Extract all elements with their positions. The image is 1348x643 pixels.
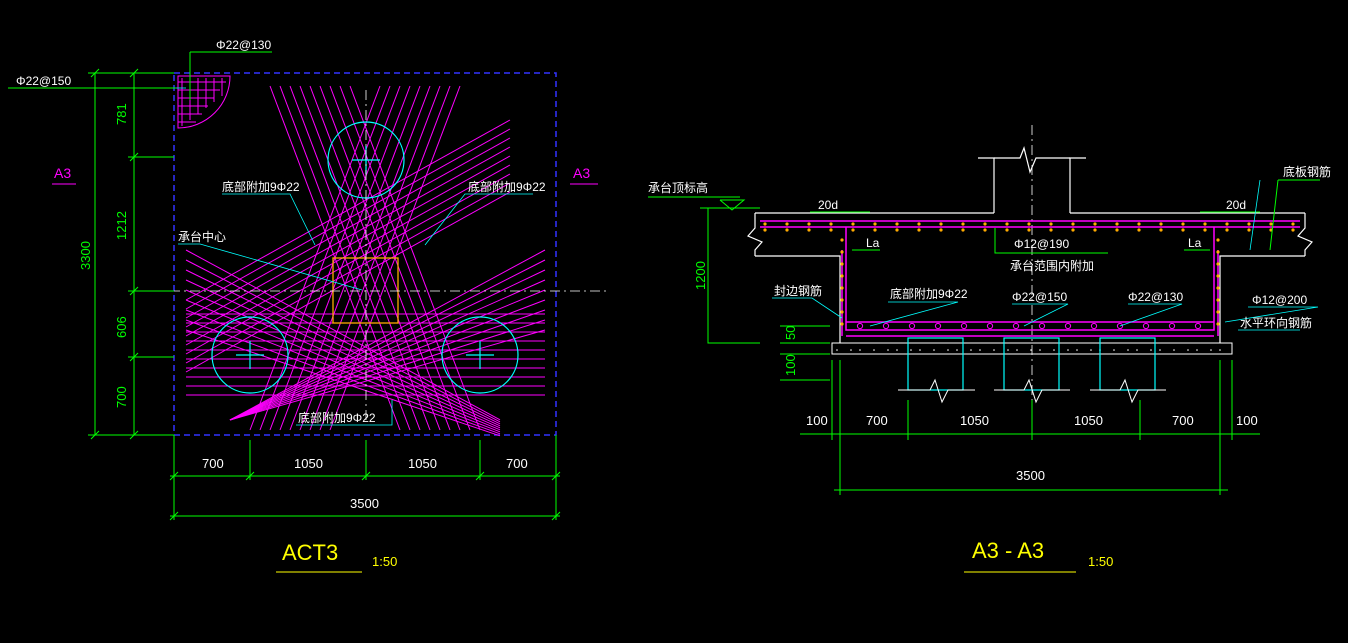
corner-mesh	[177, 75, 231, 129]
label-horizontal: 水平环向钢筋	[1240, 315, 1312, 330]
rebar-dots	[763, 222, 1295, 326]
section-bottom-dimensions	[800, 360, 1260, 495]
label-bottom-mesh: 底板钢筋	[1283, 164, 1331, 179]
label-cap-center: 承台中心	[178, 229, 226, 244]
sec-dim-3500: 3500	[1016, 468, 1045, 483]
dim-left-3300: 3300	[78, 241, 93, 270]
sec-dim-100-b: 100	[1236, 413, 1258, 428]
plan-view: 底部附加9Φ22 底部附加9Φ22 承台中心 底部附加9Φ22 Φ22@130 …	[8, 38, 610, 573]
section-mark-left: A3	[54, 165, 71, 181]
pile-bottom-left	[211, 316, 289, 394]
label-la-right: La	[1188, 236, 1202, 250]
label-side-rebar: Φ12@190	[1014, 237, 1069, 251]
dim-bottom-1050-b: 1050	[408, 456, 437, 471]
label-bottom-rebar-right: 底部附加9Φ22	[468, 179, 546, 194]
label-20d-left: 20d	[818, 198, 838, 212]
label-mid-rebar2: Φ22@130	[1128, 290, 1183, 304]
label-20d-right: 20d	[1226, 198, 1246, 212]
rebar-vertical-callout: Φ22@130	[216, 38, 271, 52]
column-outline	[332, 257, 399, 324]
pile-bottom-right	[441, 316, 519, 394]
section-scale: 1:50	[1088, 554, 1113, 569]
sec-dim-700-b: 700	[1172, 413, 1194, 428]
center-lines	[130, 90, 610, 420]
dim-left-781: 781	[114, 103, 129, 125]
plan-title: ACT3	[282, 540, 338, 565]
left-dimensions	[88, 68, 174, 440]
diagonal-rebar-bundles	[185, 85, 546, 437]
dim-bottom-3500: 3500	[350, 496, 379, 511]
dim-left-606: 606	[114, 316, 129, 338]
label-la-left: La	[866, 236, 880, 250]
dim-50: 50	[783, 326, 798, 340]
section-title: A3 - A3	[972, 538, 1044, 563]
dim-bottom-700-b: 700	[506, 456, 528, 471]
dim-bottom-1050-a: 1050	[294, 456, 323, 471]
label-cap-perimeter: 承台范围内附加	[1010, 258, 1094, 273]
sec-dim-1050-a: 1050	[960, 413, 989, 428]
label-cap-top: 承台顶标高	[648, 180, 708, 195]
dim-bottom-700-a: 700	[202, 456, 224, 471]
cap-outline	[173, 72, 557, 436]
blinding-layer	[831, 342, 1233, 355]
label-bottom-add: 底部附加9Φ22	[890, 286, 968, 301]
label-bottom-rebar-left: 底部附加9Φ22	[222, 179, 300, 194]
sec-dim-100-a: 100	[806, 413, 828, 428]
dim-left-1212: 1212	[114, 211, 129, 240]
label-mid-rebar1: Φ22@150	[1012, 290, 1067, 304]
dim-height-1200: 1200	[693, 261, 708, 290]
section-piles	[907, 337, 1156, 391]
bottom-dimensions	[169, 435, 561, 521]
sec-dim-700-a: 700	[866, 413, 888, 428]
cap-section-outline	[747, 212, 1313, 343]
label-leaders	[176, 87, 533, 426]
rebar-horizontal-callout: Φ22@150	[16, 74, 71, 88]
section-mark-right: A3	[573, 165, 590, 181]
section-view: 承台顶标高 底板钢筋 20d 20d La La Φ12@190 承台范围内附加…	[648, 125, 1331, 573]
dim-100: 100	[783, 354, 798, 376]
label-seal-rebar: 封边钢筋	[774, 283, 822, 298]
rebar-circles	[856, 322, 1202, 330]
label-bottom-rebar-bottom: 底部附加9Φ22	[298, 410, 376, 425]
plan-scale: 1:50	[372, 554, 397, 569]
horizontal-rebar-bands	[186, 313, 545, 396]
dim-left-700: 700	[114, 386, 129, 408]
sec-dim-1050-b: 1050	[1074, 413, 1103, 428]
label-right-rebar: Φ12@200	[1252, 293, 1307, 307]
